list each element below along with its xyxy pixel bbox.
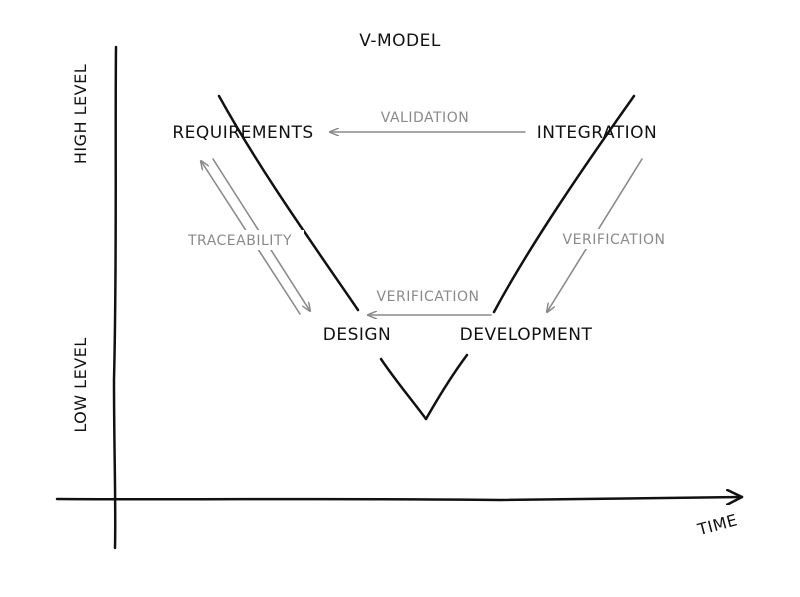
v-left-stroke-upper [217,94,360,312]
v-right-stroke-upper [492,94,636,314]
v-left-stroke-lower [379,357,428,421]
traceability-label: TRACEABILITY [187,233,292,249]
diagram-title: V-MODEL [359,31,441,51]
traceability-label-bg [174,230,304,250]
y-axis [112,45,118,550]
node-design: DESIGN [323,325,392,345]
verification-top-label-bg [553,229,677,249]
verification-label-top: VERIFICATION [563,232,666,248]
verification-label-bottom: VERIFICATION [377,289,480,305]
y-axis-label-high: HIGH LEVEL [71,64,90,164]
node-integration: INTEGRATION [537,123,657,143]
node-development: DEVELOPMENT [460,325,593,345]
node-requirements: REQUIREMENTS [172,123,313,143]
y-axis-label-low: LOW LEVEL [71,337,90,432]
validation-label: VALIDATION [381,110,469,126]
x-axis [55,497,744,500]
v-right-stroke-lower [424,353,469,421]
x-axis-label: TIME [695,510,740,539]
